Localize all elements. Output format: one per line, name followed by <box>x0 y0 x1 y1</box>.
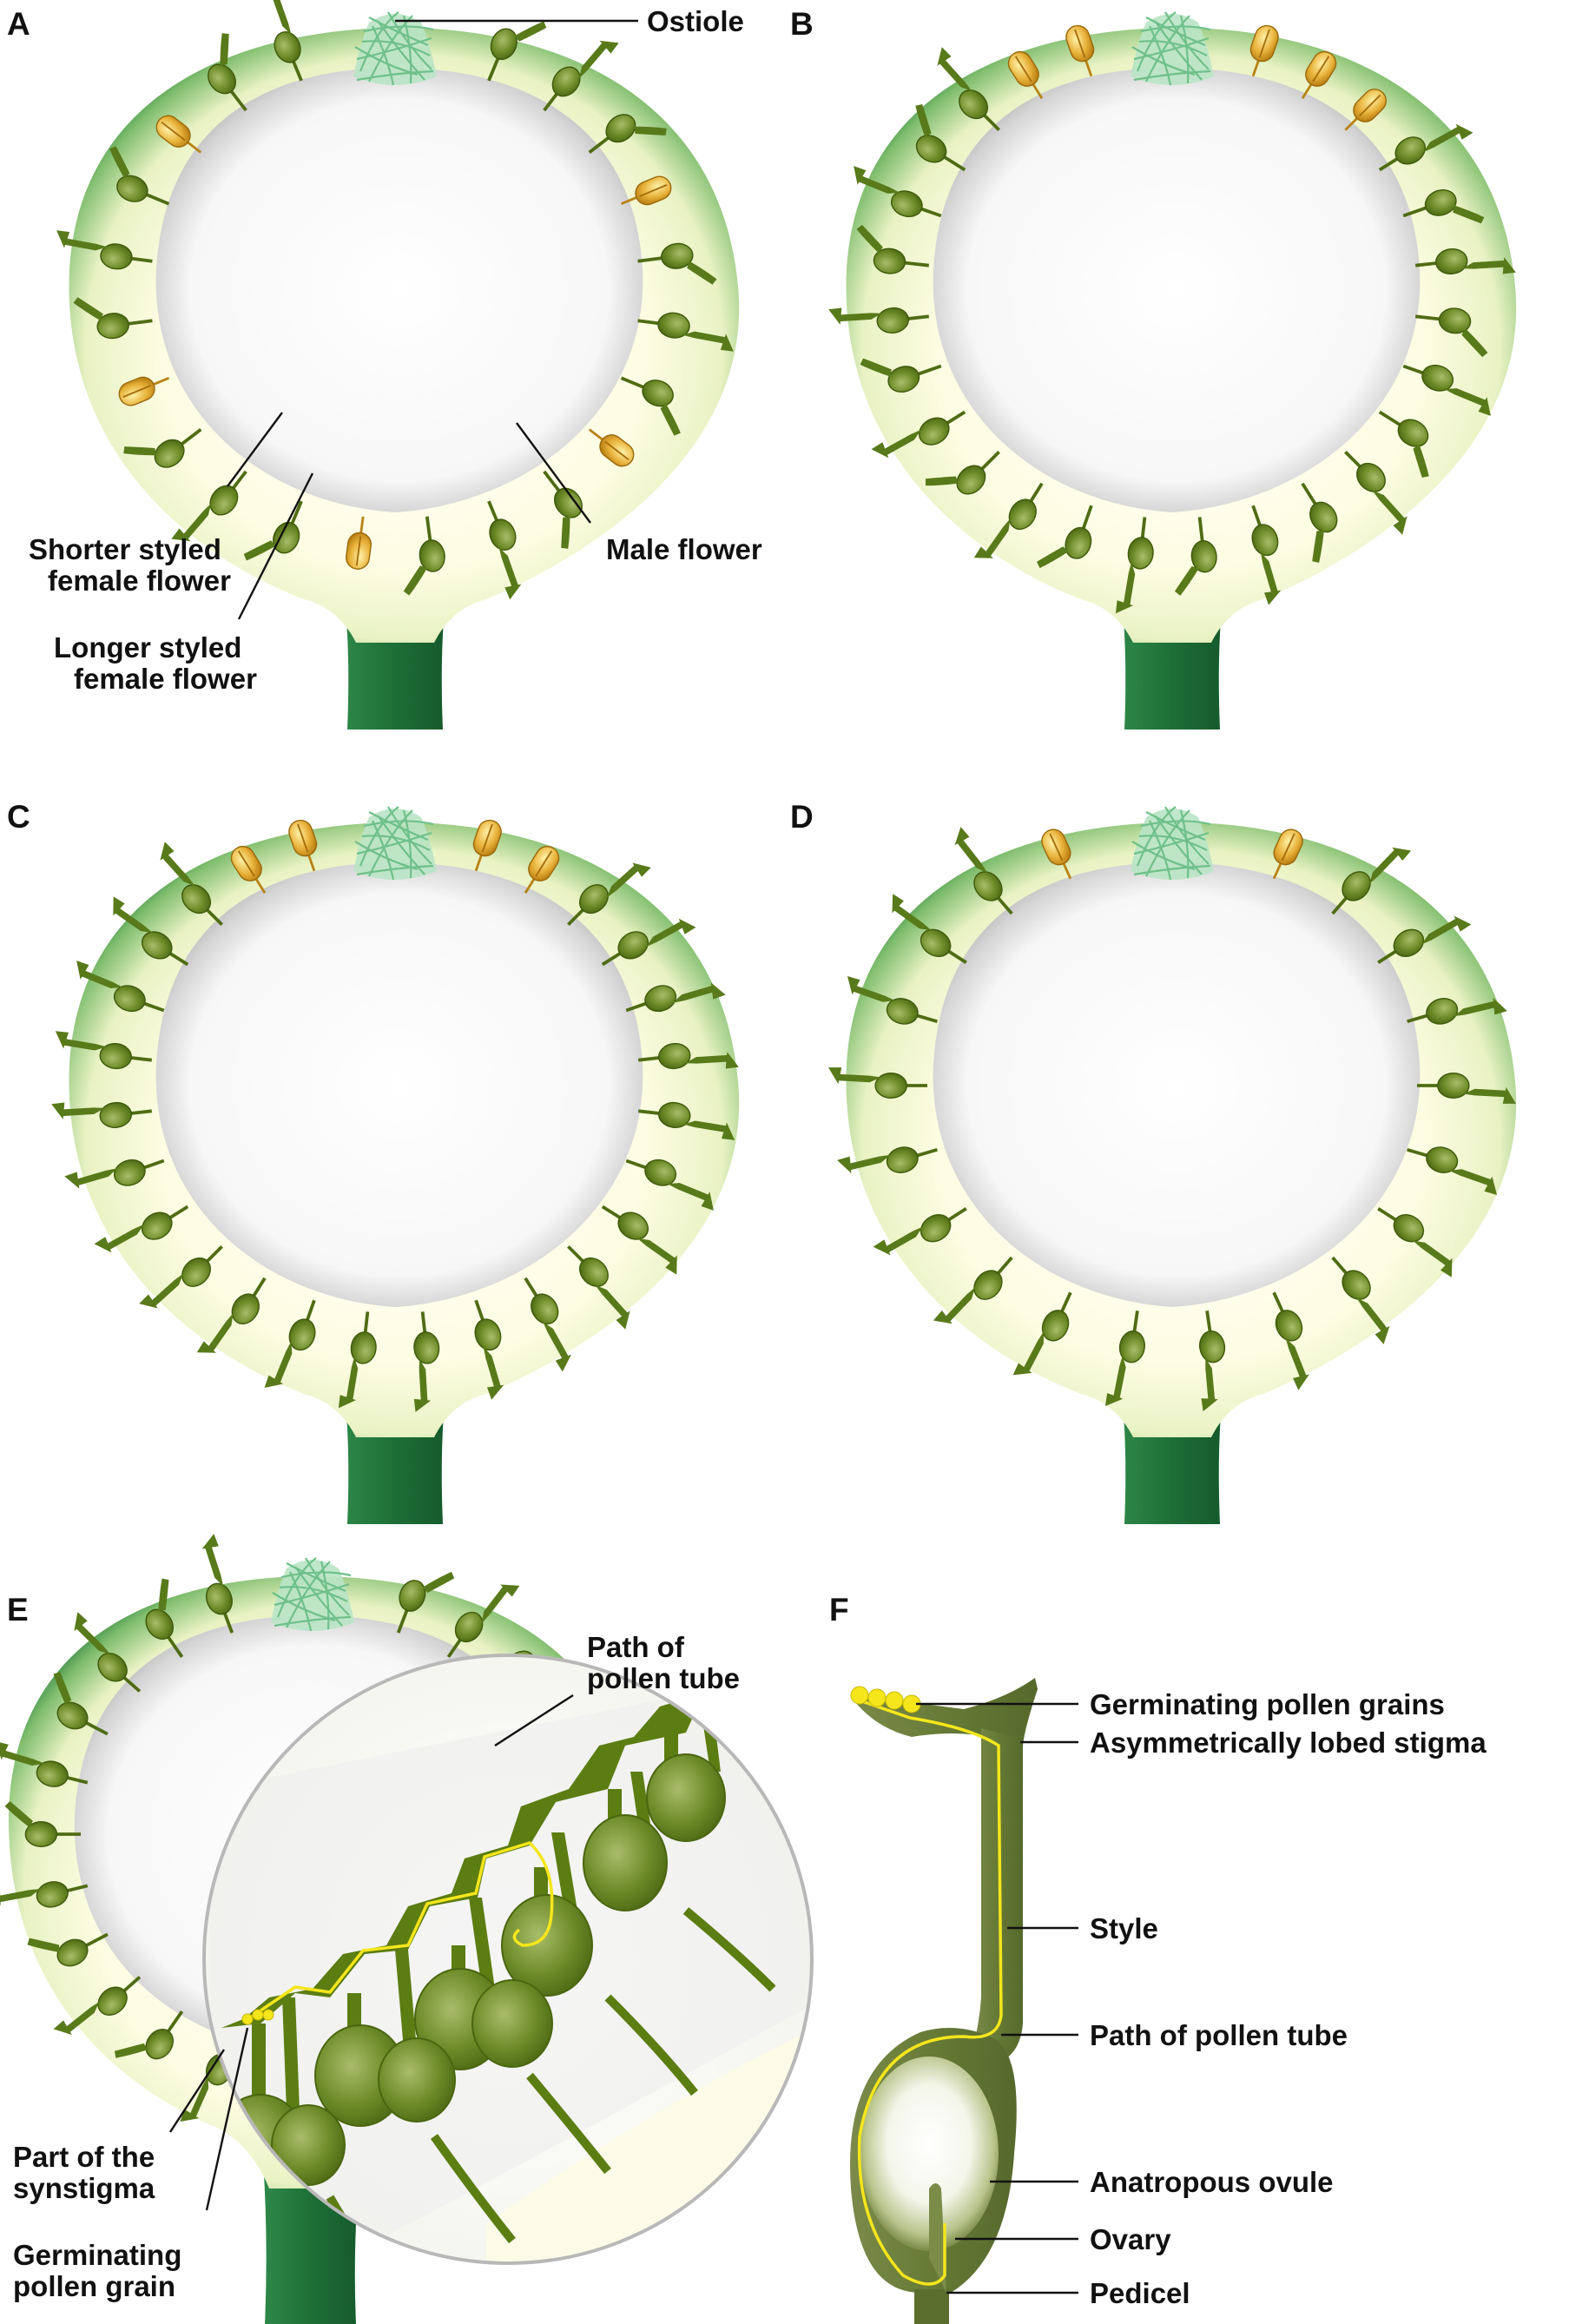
panel-d <box>827 805 1517 1524</box>
panel-c <box>50 805 740 1524</box>
ovule <box>860 2057 999 2251</box>
pollen-tube-path <box>857 1699 1003 2286</box>
pollen-grains <box>850 1686 921 1713</box>
style <box>972 1728 1023 2063</box>
label-longer-styled-2: female flower <box>74 663 257 695</box>
panel-a-letter: A <box>7 6 30 42</box>
label-synstigma-1: Part of the <box>13 2141 155 2173</box>
pollen-tube-path <box>251 1841 554 2018</box>
label-pedicel: Pedicel <box>1090 2277 1190 2309</box>
panel-b-letter: B <box>790 6 814 42</box>
panel-f <box>850 1678 1038 2324</box>
label-ostiole: Ostiole <box>647 5 744 37</box>
label-style: Style <box>1090 1912 1158 1944</box>
label-path-of-pollen-tube: Path of pollen tube <box>1090 2019 1348 2051</box>
label-shorter-styled-1: Shorter styled <box>29 533 221 565</box>
panel-f-letter: F <box>829 1592 849 1627</box>
panel-e <box>0 1533 814 2324</box>
label-shorter-styled-2: female flower <box>48 564 231 597</box>
label-longer-styled-1: Longer styled <box>54 631 241 664</box>
label-germinating-pollen-grains: Germinating pollen grains <box>1090 1688 1445 1720</box>
leader-lines <box>168 19 1078 2294</box>
label-anatropous-ovule: Anatropous ovule <box>1090 2166 1334 2198</box>
panel-b <box>827 10 1517 730</box>
stigma <box>855 1678 1038 1746</box>
fig-cavity <box>155 68 643 512</box>
label-ovary: Ovary <box>1090 2223 1171 2255</box>
pedicel <box>914 2289 949 2324</box>
panel-e-letter: E <box>7 1592 29 1627</box>
label-asymmetrically-lobed-stigma: Asymmetrically lobed stigma <box>1090 1726 1487 1759</box>
label-germinating-1: Germinating <box>13 2239 181 2271</box>
label-path-of-2: pollen tube <box>587 1662 740 1694</box>
label-synstigma-2: synstigma <box>13 2172 155 2204</box>
panel-c-letter: C <box>7 799 30 835</box>
magnified-inset <box>202 1654 814 2265</box>
label-path-of-1: Path of <box>587 1631 685 1663</box>
panel-d-letter: D <box>790 799 814 835</box>
label-germinating-2: pollen grain <box>13 2270 175 2302</box>
label-male-flower: Male flower <box>606 533 762 565</box>
panel-a <box>51 0 740 730</box>
